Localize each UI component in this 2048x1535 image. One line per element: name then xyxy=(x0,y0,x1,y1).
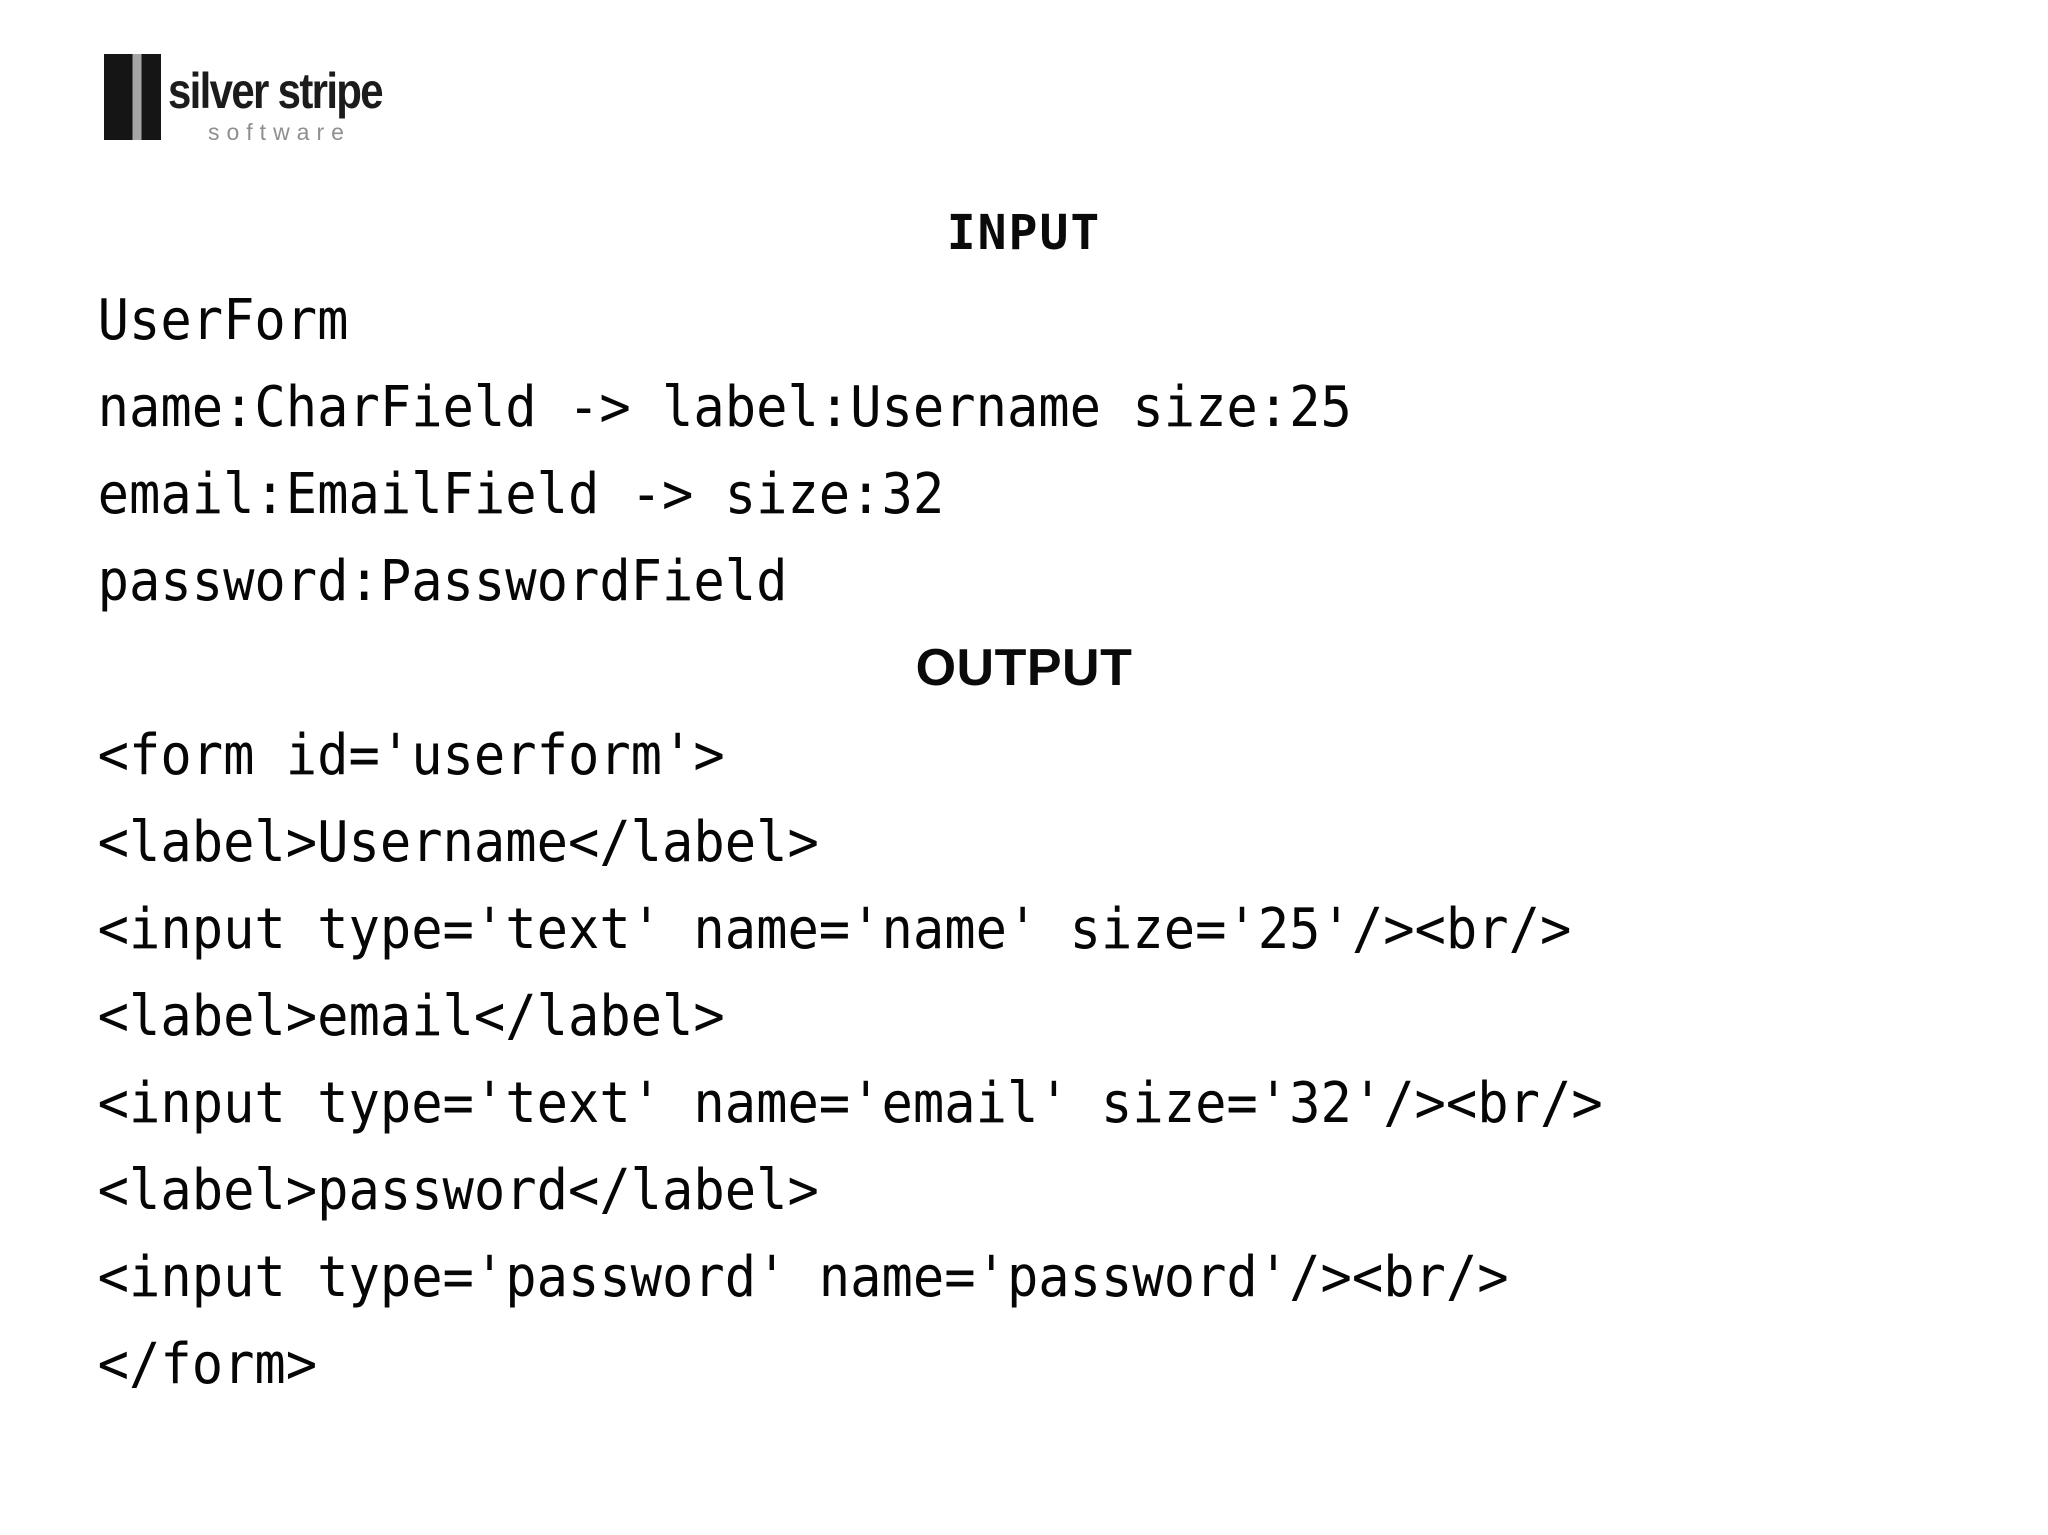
input-line-password-field: password:PasswordField xyxy=(97,549,788,614)
output-line-form-open: <form id='userform'> xyxy=(97,723,725,788)
logo-subtitle: software xyxy=(208,119,351,145)
logo-stripe-icon xyxy=(104,54,161,140)
input-line-userform: UserForm xyxy=(97,288,349,353)
output-line-input-email: <input type='text' name='email' size='32… xyxy=(97,1071,1603,1136)
logo-text: silver stripe software xyxy=(168,54,423,146)
input-section-heading: INPUT xyxy=(946,205,1102,261)
logo-title: silver stripe xyxy=(168,63,384,119)
output-line-input-name: <input type='text' name='name' size='25'… xyxy=(97,897,1572,962)
output-line-label-email: <label>email</label> xyxy=(97,984,725,1049)
input-line-name-field: name:CharField -> label:Username size:25 xyxy=(97,375,1352,440)
slide-content: INPUT UserForm name:CharField -> label:U… xyxy=(0,190,2048,1408)
output-section-heading: OUTPUT xyxy=(915,639,1133,697)
silverstripe-logo: silver stripe software xyxy=(104,54,423,146)
output-line-form-close: </form> xyxy=(97,1332,318,1397)
input-line-email-field: email:EmailField -> size:32 xyxy=(97,462,945,527)
output-line-label-password: <label>password</label> xyxy=(97,1158,819,1223)
output-line-label-username: <label>Username</label> xyxy=(97,810,819,875)
output-line-input-password: <input type='password' name='password'/>… xyxy=(97,1245,1509,1310)
